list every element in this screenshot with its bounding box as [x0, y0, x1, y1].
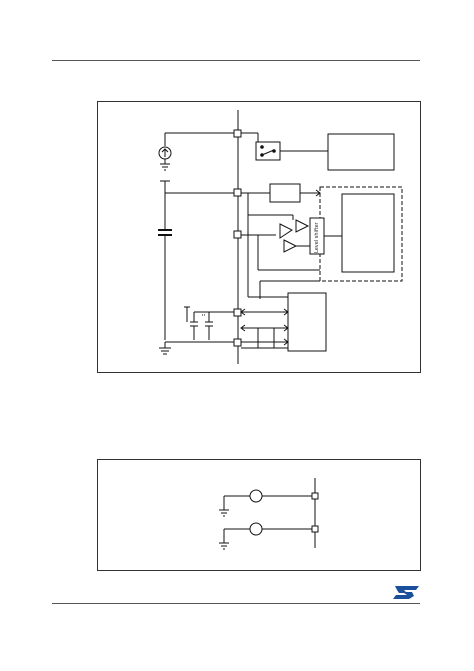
io-buffer-amp-icon	[279, 223, 293, 239]
analog-block	[287, 292, 327, 352]
footer-rule	[52, 603, 420, 604]
level-shifter-label: Level shifter	[314, 222, 320, 253]
power-switch	[255, 141, 281, 161]
regulator-block	[269, 183, 301, 203]
core-logic-block	[341, 193, 395, 273]
pin-connection-diagram-frame	[97, 459, 421, 571]
pin-pad-vcap	[233, 230, 242, 239]
lower-source-icon	[249, 522, 263, 536]
power-supply-diagram-frame: Level shifter	[97, 101, 421, 373]
pin-pad-vssa	[233, 338, 242, 347]
upper-source-icon	[249, 489, 263, 503]
pin-pad-vbat	[233, 129, 242, 138]
core-domain-boundary	[319, 186, 403, 282]
pin-connection-diagram	[219, 478, 319, 550]
pin-pad-vdd	[233, 188, 242, 197]
header-rule	[52, 60, 420, 61]
power-supply-diagram	[158, 110, 403, 364]
upper-pin-pad	[311, 492, 319, 500]
st-logo-icon	[393, 586, 419, 599]
backup-domain-block	[327, 133, 395, 171]
pin-pad-vdda	[233, 308, 242, 317]
lower-pin-pad	[311, 525, 319, 533]
